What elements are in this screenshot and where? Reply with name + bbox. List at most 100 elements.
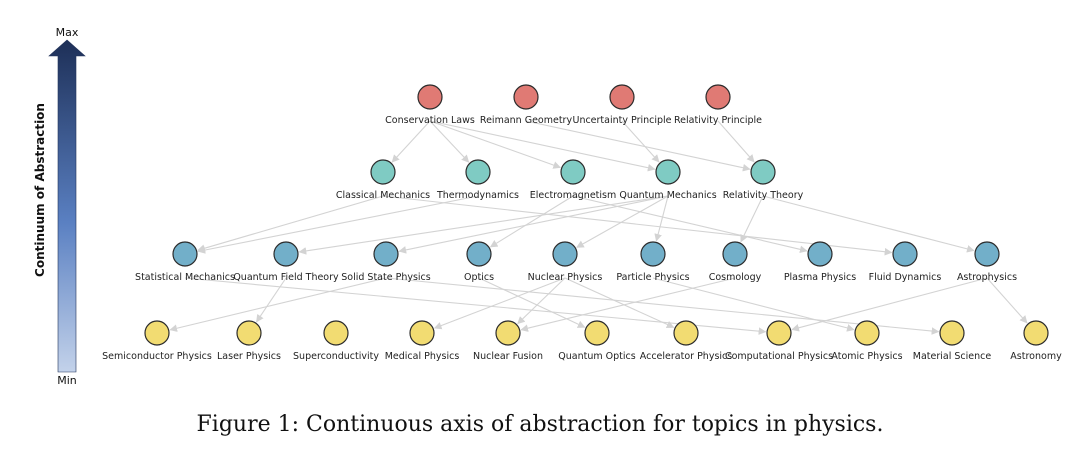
edge-reimann-geometry-to-relativity-theory (525, 120, 751, 172)
node-relativity-principle: Relativity Principle (674, 84, 762, 126)
node-label: Conservation Laws (385, 115, 475, 126)
node-circle (373, 241, 399, 267)
node-circle (974, 241, 1000, 267)
node-optics: Optics (464, 241, 494, 283)
node-circle (465, 159, 491, 185)
node-label: Astrophysics (957, 272, 1017, 283)
node-circle (1023, 320, 1049, 346)
node-statistical-mechanics: Statistical Mechanics (135, 241, 235, 283)
node-particle-physics: Particle Physics (616, 241, 690, 283)
node-label: Astronomy (1010, 351, 1062, 362)
node-medical-physics: Medical Physics (385, 320, 460, 362)
edge-relativity-principle-to-relativity-theory (717, 120, 755, 163)
node-atomic-physics: Atomic Physics (831, 320, 903, 362)
node-circle (584, 320, 610, 346)
node-circle (172, 241, 198, 267)
node-label: Material Science (913, 351, 992, 362)
node-superconductivity: Superconductivity (293, 320, 379, 362)
node-circle (892, 241, 918, 267)
node-label: Electromagnetism (530, 190, 616, 201)
edge-particle-physics-to-atomic-physics (652, 277, 855, 332)
node-circle (705, 84, 731, 110)
node-label: Quantum Mechanics (619, 190, 716, 201)
node-conservation-laws: Conservation Laws (385, 84, 475, 126)
node-label: Solid State Physics (341, 272, 431, 283)
edge-astrophysics-to-astronomy (986, 277, 1028, 324)
node-label: Quantum Field Theory (233, 272, 339, 283)
node-astrophysics: Astrophysics (957, 241, 1017, 283)
edge-solid-state-physics-to-material-science (385, 277, 940, 335)
node-plasma-physics: Plasma Physics (784, 241, 856, 283)
node-label: Superconductivity (293, 351, 379, 362)
axis-title: Continuum of Abstraction (33, 103, 47, 277)
edge-electromagnetism-to-optics (489, 195, 574, 248)
figure-caption: Figure 1: Continuous axis of abstraction… (196, 412, 884, 437)
node-circle (323, 320, 349, 346)
edge-quantum-mechanics-to-nuclear-physics (576, 195, 669, 248)
node-circle (655, 159, 681, 185)
node-nuclear-physics: Nuclear Physics (528, 241, 602, 283)
edge-nuclear-physics-to-medical-physics (433, 277, 566, 330)
edge-relativity-theory-to-astrophysics (762, 195, 975, 253)
node-label: Statistical Mechanics (135, 272, 235, 283)
node-label: Fluid Dynamics (869, 272, 942, 283)
node-label: Particle Physics (616, 272, 689, 283)
node-circle (750, 159, 776, 185)
node-circle (417, 84, 443, 110)
edge-classical-mechanics-to-statistical-mechanics (197, 195, 384, 252)
node-label: Medical Physics (385, 351, 460, 362)
node-circle (552, 241, 578, 267)
edge-statistical-mechanics-to-computational-physics (184, 277, 767, 335)
edge-optics-to-quantum-optics (478, 277, 586, 328)
edge-thermodynamics-to-statistical-mechanics (197, 195, 479, 254)
node-circle (236, 320, 262, 346)
edges-group (169, 120, 1028, 335)
node-semiconductor-physics: Semiconductor Physics (102, 320, 212, 362)
edge-quantum-mechanics-to-quantum-field-theory (298, 195, 669, 255)
edge-uncertainty-principle-to-quantum-mechanics (621, 120, 660, 163)
edge-nuclear-physics-to-accelerator-physics (564, 277, 675, 329)
node-quantum-field-theory: Quantum Field Theory (233, 241, 339, 283)
node-classical-mechanics: Classical Mechanics (336, 159, 430, 201)
node-fluid-dynamics: Fluid Dynamics (869, 241, 942, 283)
node-label: Cosmology (709, 272, 762, 283)
abstraction-arrow (48, 39, 86, 373)
node-circle (513, 84, 539, 110)
node-quantum-mechanics: Quantum Mechanics (619, 159, 717, 201)
node-solid-state-physics: Solid State Physics (341, 241, 431, 283)
node-label: Thermodynamics (436, 190, 519, 201)
node-circle (409, 320, 435, 346)
node-circle (673, 320, 699, 346)
edge-conservation-laws-to-electromagnetism (429, 120, 562, 169)
edge-conservation-laws-to-classical-mechanics (391, 120, 431, 163)
node-circle (807, 241, 833, 267)
node-label: Plasma Physics (784, 272, 856, 283)
node-label: Relativity Theory (723, 190, 804, 201)
node-reimann-geometry: Reimann Geometry (480, 84, 573, 126)
node-circle (854, 320, 880, 346)
node-astronomy: Astronomy (1010, 320, 1062, 362)
node-circle (495, 320, 521, 346)
edge-nuclear-physics-to-nuclear-fusion (517, 277, 566, 325)
edge-astrophysics-to-computational-physics (791, 277, 988, 332)
node-computational-physics: Computational Physics (725, 320, 833, 362)
edge-solid-state-physics-to-semiconductor-physics (169, 277, 387, 332)
node-relativity-theory: Relativity Theory (723, 159, 804, 201)
node-laser-physics: Laser Physics (217, 320, 281, 362)
abstraction-axis: Max Min Continuum of Abstraction (33, 26, 86, 387)
node-label: Classical Mechanics (336, 190, 430, 201)
edge-quantum-mechanics-to-particle-physics (654, 195, 669, 242)
edge-relativity-theory-to-cosmology (740, 195, 764, 243)
node-label: Reimann Geometry (480, 115, 573, 126)
axis-min-label: Min (57, 374, 77, 387)
node-circle (466, 241, 492, 267)
edge-quantum-mechanics-to-solid-state-physics (398, 195, 669, 254)
node-label: Atomic Physics (831, 351, 902, 362)
node-circle (273, 241, 299, 267)
node-circle (370, 159, 396, 185)
axis-max-label: Max (56, 26, 79, 39)
node-label: Nuclear Fusion (473, 351, 543, 362)
edge-cosmology-to-nuclear-fusion (520, 277, 736, 332)
node-circle (609, 84, 635, 110)
